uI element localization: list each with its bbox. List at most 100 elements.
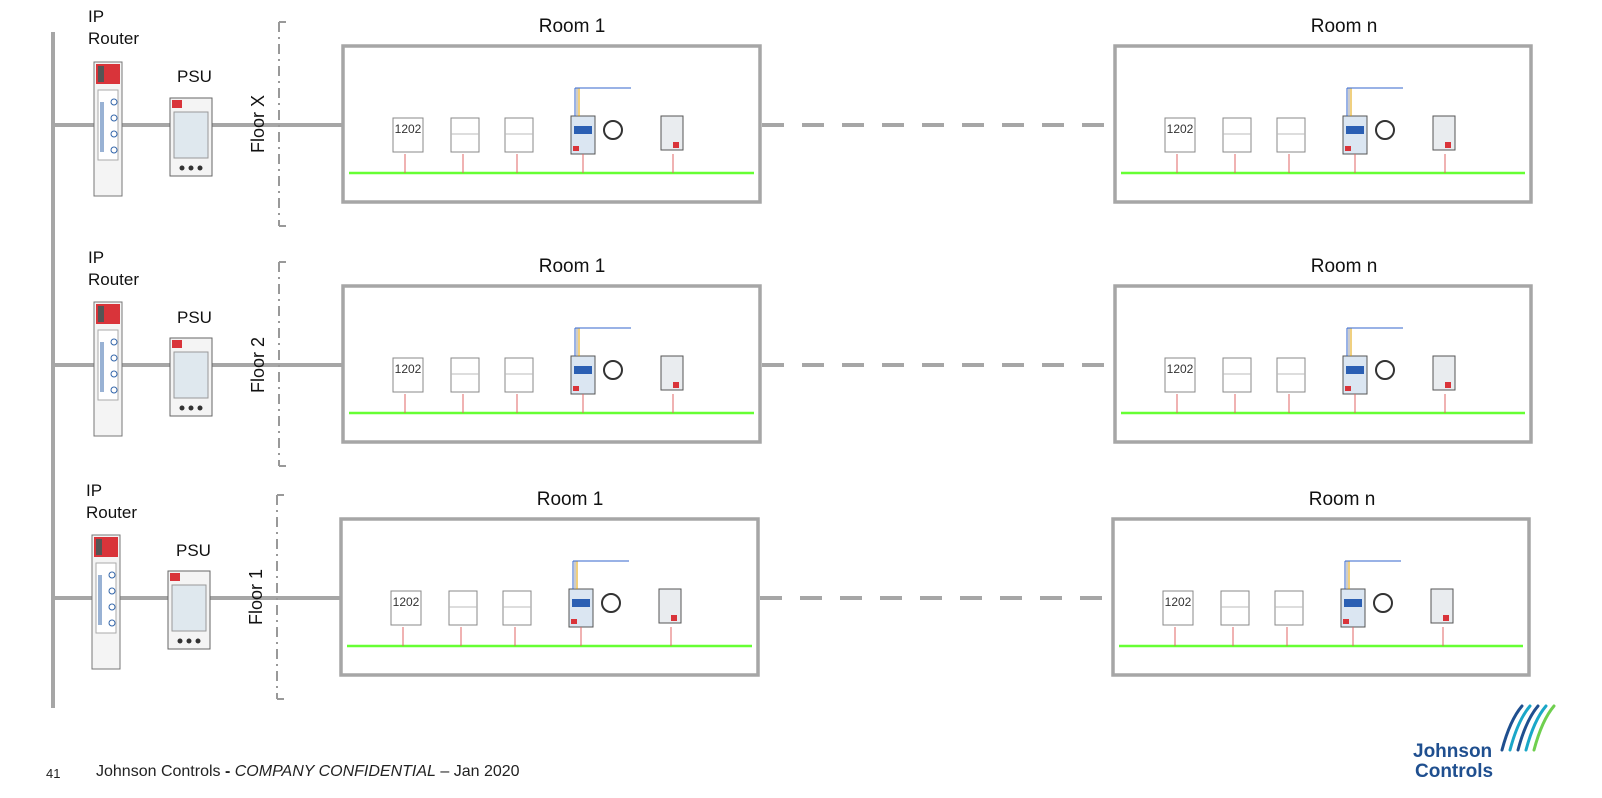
router-port — [98, 66, 104, 82]
router-led-icon — [110, 130, 118, 138]
router-led-icon — [108, 571, 116, 579]
psu-label-floor-2: PSU — [177, 308, 212, 327]
pushbutton-device — [1276, 357, 1306, 393]
logo-wordmark: Johnson Controls — [1413, 742, 1493, 782]
actuator-indicator — [571, 619, 577, 624]
psu-terminal-icon — [177, 638, 183, 644]
controller-device — [660, 355, 684, 391]
room-display-device: 1202 — [390, 590, 422, 626]
psu-terminal-icon — [197, 165, 203, 171]
actuator-indicator — [573, 386, 579, 391]
router-led-icon — [110, 114, 118, 122]
footer-date: – Jan 2020 — [435, 763, 520, 780]
psu-label-floor-x: PSU — [177, 67, 212, 86]
room-display-device: 1202 — [392, 117, 424, 153]
floor-label-2: Floor 2 — [248, 336, 268, 394]
display-frame — [392, 117, 424, 153]
psu-terminal-icon — [179, 165, 185, 171]
router-text-strip — [100, 342, 104, 392]
room-display-device: 1202 — [392, 357, 424, 393]
router-text-strip — [100, 102, 104, 152]
room-display-device: 1202 — [1162, 590, 1194, 626]
router-led-icon — [108, 619, 116, 627]
presence-sensor-icon — [1373, 593, 1393, 613]
actuator-indicator — [1345, 146, 1351, 151]
router-led-icon — [110, 98, 118, 106]
display-frame — [392, 357, 424, 393]
actuator-display — [1344, 599, 1362, 607]
logo-swoosh-stroke — [1500, 704, 1524, 752]
pushbutton-device — [504, 357, 534, 393]
router-label-floor-1: IP Router — [86, 480, 137, 524]
psu-panel — [173, 351, 209, 399]
presence-sensor-icon — [601, 593, 621, 613]
display-value: 1202 — [395, 122, 422, 136]
room-title-floor-2-room-1: Room 1 — [538, 256, 606, 277]
router-led-icon — [110, 386, 118, 394]
router-label-line1: IP — [88, 248, 105, 267]
controller-indicator — [1443, 615, 1449, 621]
display-frame — [390, 590, 422, 626]
floor-label-1: Floor 1 — [246, 568, 266, 626]
footer-text: Johnson Controls - COMPANY CONFIDENTIAL … — [96, 763, 520, 781]
display-frame — [1162, 590, 1194, 626]
room-title-floor-1-room-1: Room 1 — [536, 489, 604, 510]
display-value: 1202 — [395, 362, 422, 376]
psu-indicator — [172, 100, 182, 108]
router-port — [96, 539, 102, 555]
psu-terminal-icon — [195, 638, 201, 644]
display-value: 1202 — [393, 595, 420, 609]
psu-terminal-icon — [179, 405, 185, 411]
pushbutton-device — [1276, 117, 1306, 153]
room-display-device: 1202 — [1164, 357, 1196, 393]
logo-swoosh-stroke — [1524, 704, 1548, 752]
pushbutton-device — [450, 117, 480, 153]
presence-sensor-icon — [603, 120, 623, 140]
controller-indicator — [673, 142, 679, 148]
router-led-icon — [108, 603, 116, 611]
footer-separator: - — [220, 763, 235, 780]
actuator-indicator — [573, 146, 579, 151]
router-label-line2: Router — [88, 29, 140, 48]
psu-label-floor-1: PSU — [176, 541, 211, 560]
router-port — [98, 306, 104, 322]
controller-indicator — [671, 615, 677, 621]
room-display-device: 1202 — [1164, 117, 1196, 153]
router-label-floor-x: IP Router — [88, 6, 139, 50]
actuator-indicator — [1343, 619, 1349, 624]
controller-indicator — [1445, 142, 1451, 148]
psu-terminal-icon — [188, 405, 194, 411]
display-value: 1202 — [1167, 122, 1194, 136]
router-label-floor-2: IP Router — [88, 247, 139, 291]
pushbutton-device — [1222, 357, 1252, 393]
page-number: 41 — [46, 766, 61, 781]
router-led-icon — [110, 370, 118, 378]
room-title-floor-2-room-n: Room n — [1310, 256, 1378, 277]
pushbutton-device — [504, 117, 534, 153]
logo-swoosh-stroke — [1516, 704, 1540, 752]
actuator-display — [1346, 126, 1364, 134]
display-value: 1202 — [1165, 595, 1192, 609]
router-label-line2: Router — [86, 503, 138, 522]
pushbutton-device — [1222, 117, 1252, 153]
floor-group-1: 1202 1202 — [53, 261, 1533, 467]
controller-device — [1432, 115, 1456, 151]
floor-group-0: 1202 1202 — [53, 21, 1533, 227]
actuator-display — [574, 366, 592, 374]
router-led-icon — [108, 587, 116, 595]
psu-terminal-icon — [197, 405, 203, 411]
pushbutton-device — [448, 590, 478, 626]
room-title-floor-1-room-n: Room n — [1308, 489, 1376, 510]
actuator-display — [572, 599, 590, 607]
floor-group-2: 1202 1202 — [53, 494, 1531, 700]
logo-line1: Johnson — [1413, 741, 1493, 762]
floor-label-x: Floor X — [248, 94, 268, 154]
router-label-line2: Router — [88, 270, 140, 289]
johnson-controls-logo-icon — [1500, 704, 1556, 752]
router-label-line1: IP — [86, 481, 103, 500]
logo-swoosh-stroke — [1508, 704, 1532, 752]
controller-device — [658, 588, 682, 624]
router-led-icon — [110, 338, 118, 346]
